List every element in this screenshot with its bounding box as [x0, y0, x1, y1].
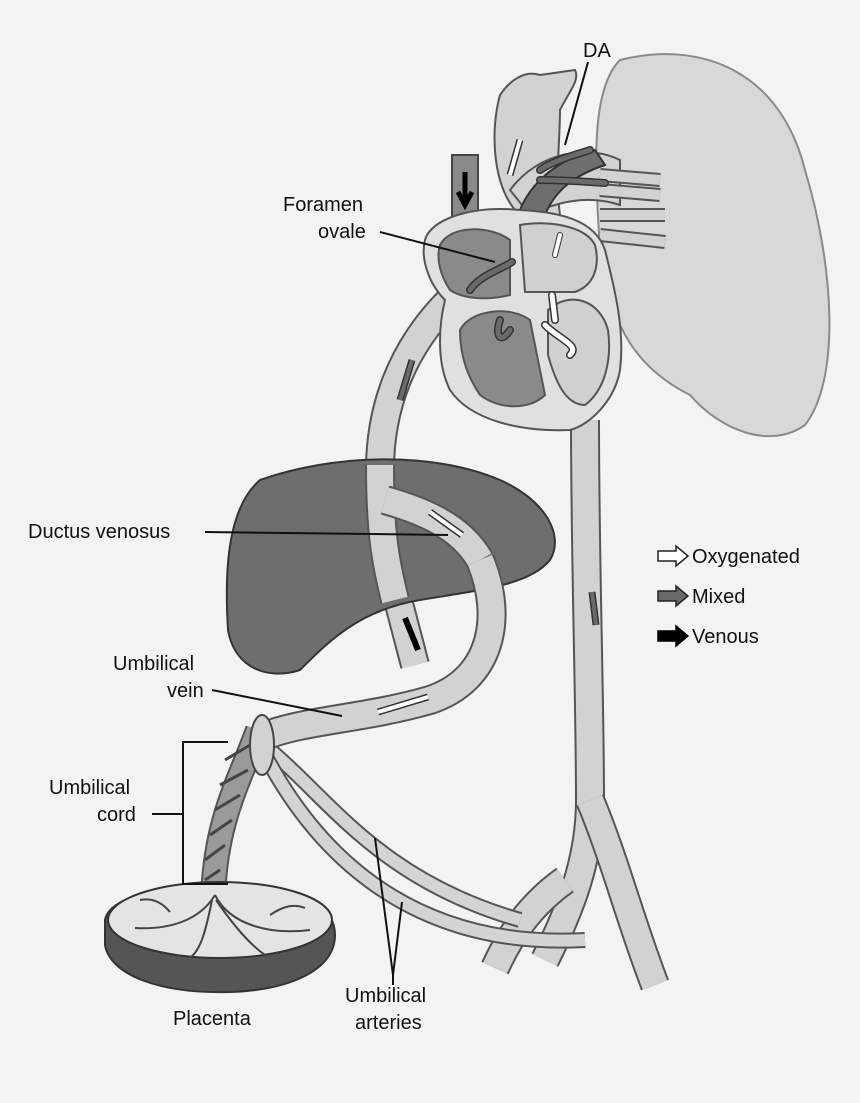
ductus-venosus-label: Ductus venosus — [28, 521, 170, 543]
cord-ring — [249, 714, 275, 776]
oxygenated-arrow-icon — [657, 544, 690, 568]
venous-arrow-icon — [657, 624, 690, 648]
foramen-ovale-label-2: ovale — [318, 221, 366, 243]
da-label: DA — [583, 40, 611, 62]
ductus-leader — [204, 531, 449, 536]
svc-arrow — [455, 172, 475, 211]
placenta-shape — [104, 881, 337, 994]
umbilical-cord-label-1: Umbilical — [49, 777, 130, 799]
umbilical-vein-label-1: Umbilical — [113, 653, 194, 675]
heart-flow-arrows — [466, 146, 609, 359]
arteries-leader — [374, 837, 403, 985]
legend-label-oxygenated: Oxygenated — [692, 546, 800, 568]
umbilical-vein-label-2: vein — [167, 680, 204, 702]
foramen-leader — [379, 231, 496, 263]
umbilical-arteries-label-2: arteries — [355, 1012, 422, 1034]
heart — [422, 208, 623, 432]
umbilical-vein-vessel — [253, 554, 507, 752]
ivc-venous-arrow — [402, 616, 421, 652]
leader-lines — [152, 61, 589, 985]
umbilical-arteries — [257, 743, 586, 949]
umbilical-cord-label-2: cord — [97, 804, 136, 826]
legend-oxygenated: Oxygenated — [657, 544, 800, 568]
vessel-flow-arrows — [376, 139, 600, 716]
uvein-leader — [211, 689, 343, 717]
legend-label-venous: Venous — [692, 626, 759, 648]
ivc-lower — [383, 596, 430, 669]
placenta-label: Placenta — [173, 1008, 252, 1030]
legend-label-mixed: Mixed — [692, 586, 745, 608]
da-leader — [564, 61, 589, 146]
legend: Oxygenated Mixed Venous — [657, 544, 800, 648]
umbilical-arteries-label-1: Umbilical — [345, 985, 426, 1007]
mixed-arrow-icon — [657, 584, 690, 608]
ivc-upper — [365, 289, 461, 471]
cord-bracket — [152, 741, 228, 885]
legend-venous: Venous — [657, 624, 759, 648]
lung — [595, 53, 831, 438]
foramen-ovale-label-1: Foramen — [283, 194, 363, 216]
legend-mixed: Mixed — [657, 584, 745, 608]
descending-aorta — [481, 419, 670, 991]
